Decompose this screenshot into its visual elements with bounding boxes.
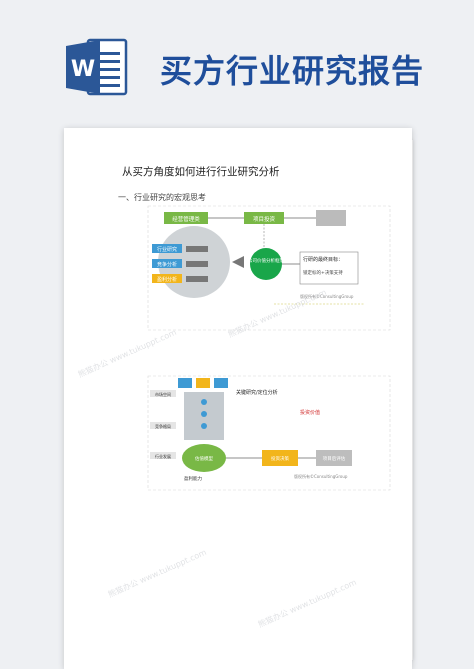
header: W 买方行业研究报告: [0, 0, 474, 112]
diagram2-center-label: 估值模型: [195, 455, 213, 462]
diagram2-tag-3-label: 行业发展: [155, 453, 171, 459]
diagram1-item-3-label: 盈利分析: [157, 276, 177, 283]
watermark: 熊猫办公 www.tukuppt.com: [76, 327, 178, 380]
diagram1-item-3: [152, 274, 182, 283]
diagram1-box-investment: [244, 212, 284, 224]
diagram-investment-flow: 关键研究/定位分析 投资价值 市场空间 竞争格局 行业发展 估值模型 投资决策 …: [144, 374, 394, 494]
word-icon: W: [66, 38, 128, 96]
page-title: 买方行业研究报告: [160, 52, 425, 90]
watermark: 熊猫办公 www.tukuppt.com: [106, 547, 208, 600]
diagram1-item-2: [152, 259, 182, 268]
diagram2-top-label: 关键研究/定位分析: [236, 389, 278, 396]
diagram1-item-1: [152, 244, 182, 253]
watermark: 熊猫办公 www.tukuppt.com: [256, 577, 358, 630]
diagram1-callout-title: 行研的最终目标：: [303, 256, 343, 263]
section-heading: 一、行业研究的宏观思考: [118, 193, 206, 202]
diagram2-post-eval-label: 项目后评估: [323, 455, 346, 462]
diagram1-footnote: 版权所有©ConsultingGroup: [300, 293, 354, 299]
diagram1-item-1-label: 行业研究: [157, 246, 177, 253]
diagram2-tag-1: [150, 390, 176, 397]
diagram2-post-eval-box: [316, 450, 352, 466]
diagram2-decision-box: [262, 450, 298, 466]
diagram2-tag-3: [150, 452, 176, 459]
document-heading: 从买方角度如何进行行业研究分析: [122, 166, 280, 178]
diagram2-tag-2-label: 竞争格局: [155, 423, 171, 429]
diagram2-footnote: 版权所有©ConsultingGroup: [294, 473, 348, 479]
diagram-macro-thinking: 经营管理类 项目投资 行业研究 竞争分析 盈利分析 公司价值分析框架 行研的最终…: [144, 204, 394, 334]
svg-text:W: W: [71, 57, 95, 82]
diagram1-center-node-label: 公司价值分析框架: [248, 257, 284, 264]
diagram2-tag-1-label: 市场空间: [155, 391, 171, 397]
diagram1-callout-body: 锁定标的+决策支持: [303, 269, 343, 276]
diagram1-box-investment-label: 项目投资: [253, 215, 276, 223]
diagram1-box-gray: [316, 210, 346, 226]
diagram2-right-red: 投资价值: [300, 409, 320, 416]
document-page[interactable]: 从买方角度如何进行行业研究分析 一、行业研究的宏观思考 经营管理类 项目投资 行…: [64, 128, 412, 669]
diagram1-item-2-label: 竞争分析: [157, 261, 177, 268]
diagram1-box-management: [164, 212, 208, 224]
diagram1-callout: [299, 251, 359, 285]
diagram1-box-management-label: 经营管理类: [172, 215, 200, 223]
diagram2-bottom-label: 盈利能力: [184, 475, 202, 482]
diagram2-tag-2: [150, 422, 176, 429]
diagram1-center-node: [250, 248, 282, 280]
diagram2-green-oval: [182, 444, 226, 472]
diagram2-decision-label: 投资决策: [271, 455, 289, 462]
